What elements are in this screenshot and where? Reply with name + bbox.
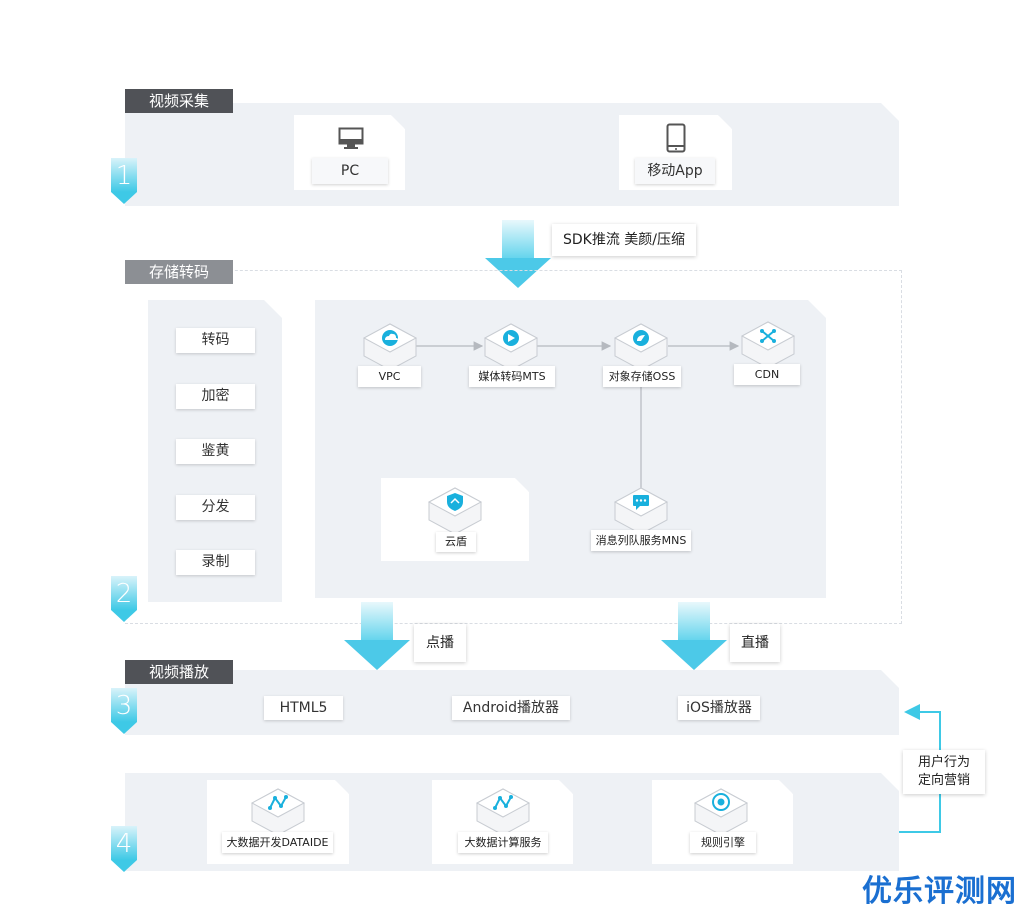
section-title-playback: 视频播放 [125, 660, 234, 684]
player-ios: iOS播放器 [678, 696, 760, 720]
pc-device-card: PC [294, 115, 405, 190]
cdn-label: CDN [734, 364, 800, 385]
mobile-app-device-card: 移动App [619, 115, 732, 190]
cloud-shield-icon [427, 487, 483, 535]
step-number: 1 [115, 161, 133, 191]
step-1-marker: 1 [111, 158, 137, 204]
user-behavior-marketing-label: 用户行为 定向营销 [903, 750, 985, 794]
live-label: 直播 [730, 624, 780, 662]
mts-play-icon [483, 323, 539, 371]
vod-label: 点播 [414, 624, 466, 662]
function-transcode: 转码 [176, 328, 255, 353]
dataide-graph-icon [250, 788, 306, 836]
rule-engine-target-icon [693, 788, 749, 836]
section-title-storage: 存储转码 [125, 260, 234, 284]
vod-arrow [344, 602, 410, 670]
mobile-phone-icon [666, 123, 686, 153]
watermark-logo: 优乐评测网 [862, 874, 1017, 909]
storage-dashed-frame [125, 270, 902, 624]
vpc-cloud-icon [362, 323, 418, 371]
section-title-capture: 视频采集 [125, 89, 234, 113]
dataide-label: 大数据开发DATAIDE [222, 832, 333, 853]
step-number: 4 [115, 829, 133, 859]
capture-band [125, 103, 899, 206]
function-distribute: 分发 [176, 495, 255, 520]
feedback-line: 用户行为 定向营销 [917, 755, 970, 788]
function-encrypt: 加密 [176, 384, 255, 409]
step-3-marker: 3 [111, 688, 137, 734]
cdn-network-icon [740, 321, 796, 369]
vpc-label: VPC [358, 366, 421, 387]
player-android: Android播放器 [452, 696, 570, 720]
maxcompute-label: 大数据计算服务 [458, 832, 548, 853]
sdk-push-label: SDK推流 美颜/压缩 [552, 224, 696, 256]
live-arrow [661, 602, 727, 670]
mns-label: 消息列队服务MNS [591, 530, 691, 551]
rule-engine-label: 规则引擎 [690, 832, 756, 853]
function-record: 录制 [176, 550, 255, 575]
function-content-moderation: 鉴黄 [176, 439, 255, 464]
shield-label: 云盾 [436, 532, 476, 552]
maxcompute-graph-icon [475, 788, 531, 836]
pc-label: PC [312, 158, 388, 184]
oss-storage-icon [613, 323, 669, 371]
sdk-push-arrow [485, 220, 551, 288]
step-2-marker: 2 [111, 576, 137, 622]
oss-label: 对象存储OSS [603, 366, 681, 387]
mobile-app-label: 移动App [635, 158, 715, 184]
monitor-icon [338, 127, 364, 151]
step-4-marker: 4 [111, 826, 137, 872]
mts-label: 媒体转码MTS [469, 366, 555, 387]
step-number: 3 [115, 691, 133, 721]
player-html5: HTML5 [264, 696, 343, 720]
mns-message-icon [613, 487, 669, 535]
step-number: 2 [115, 579, 133, 609]
